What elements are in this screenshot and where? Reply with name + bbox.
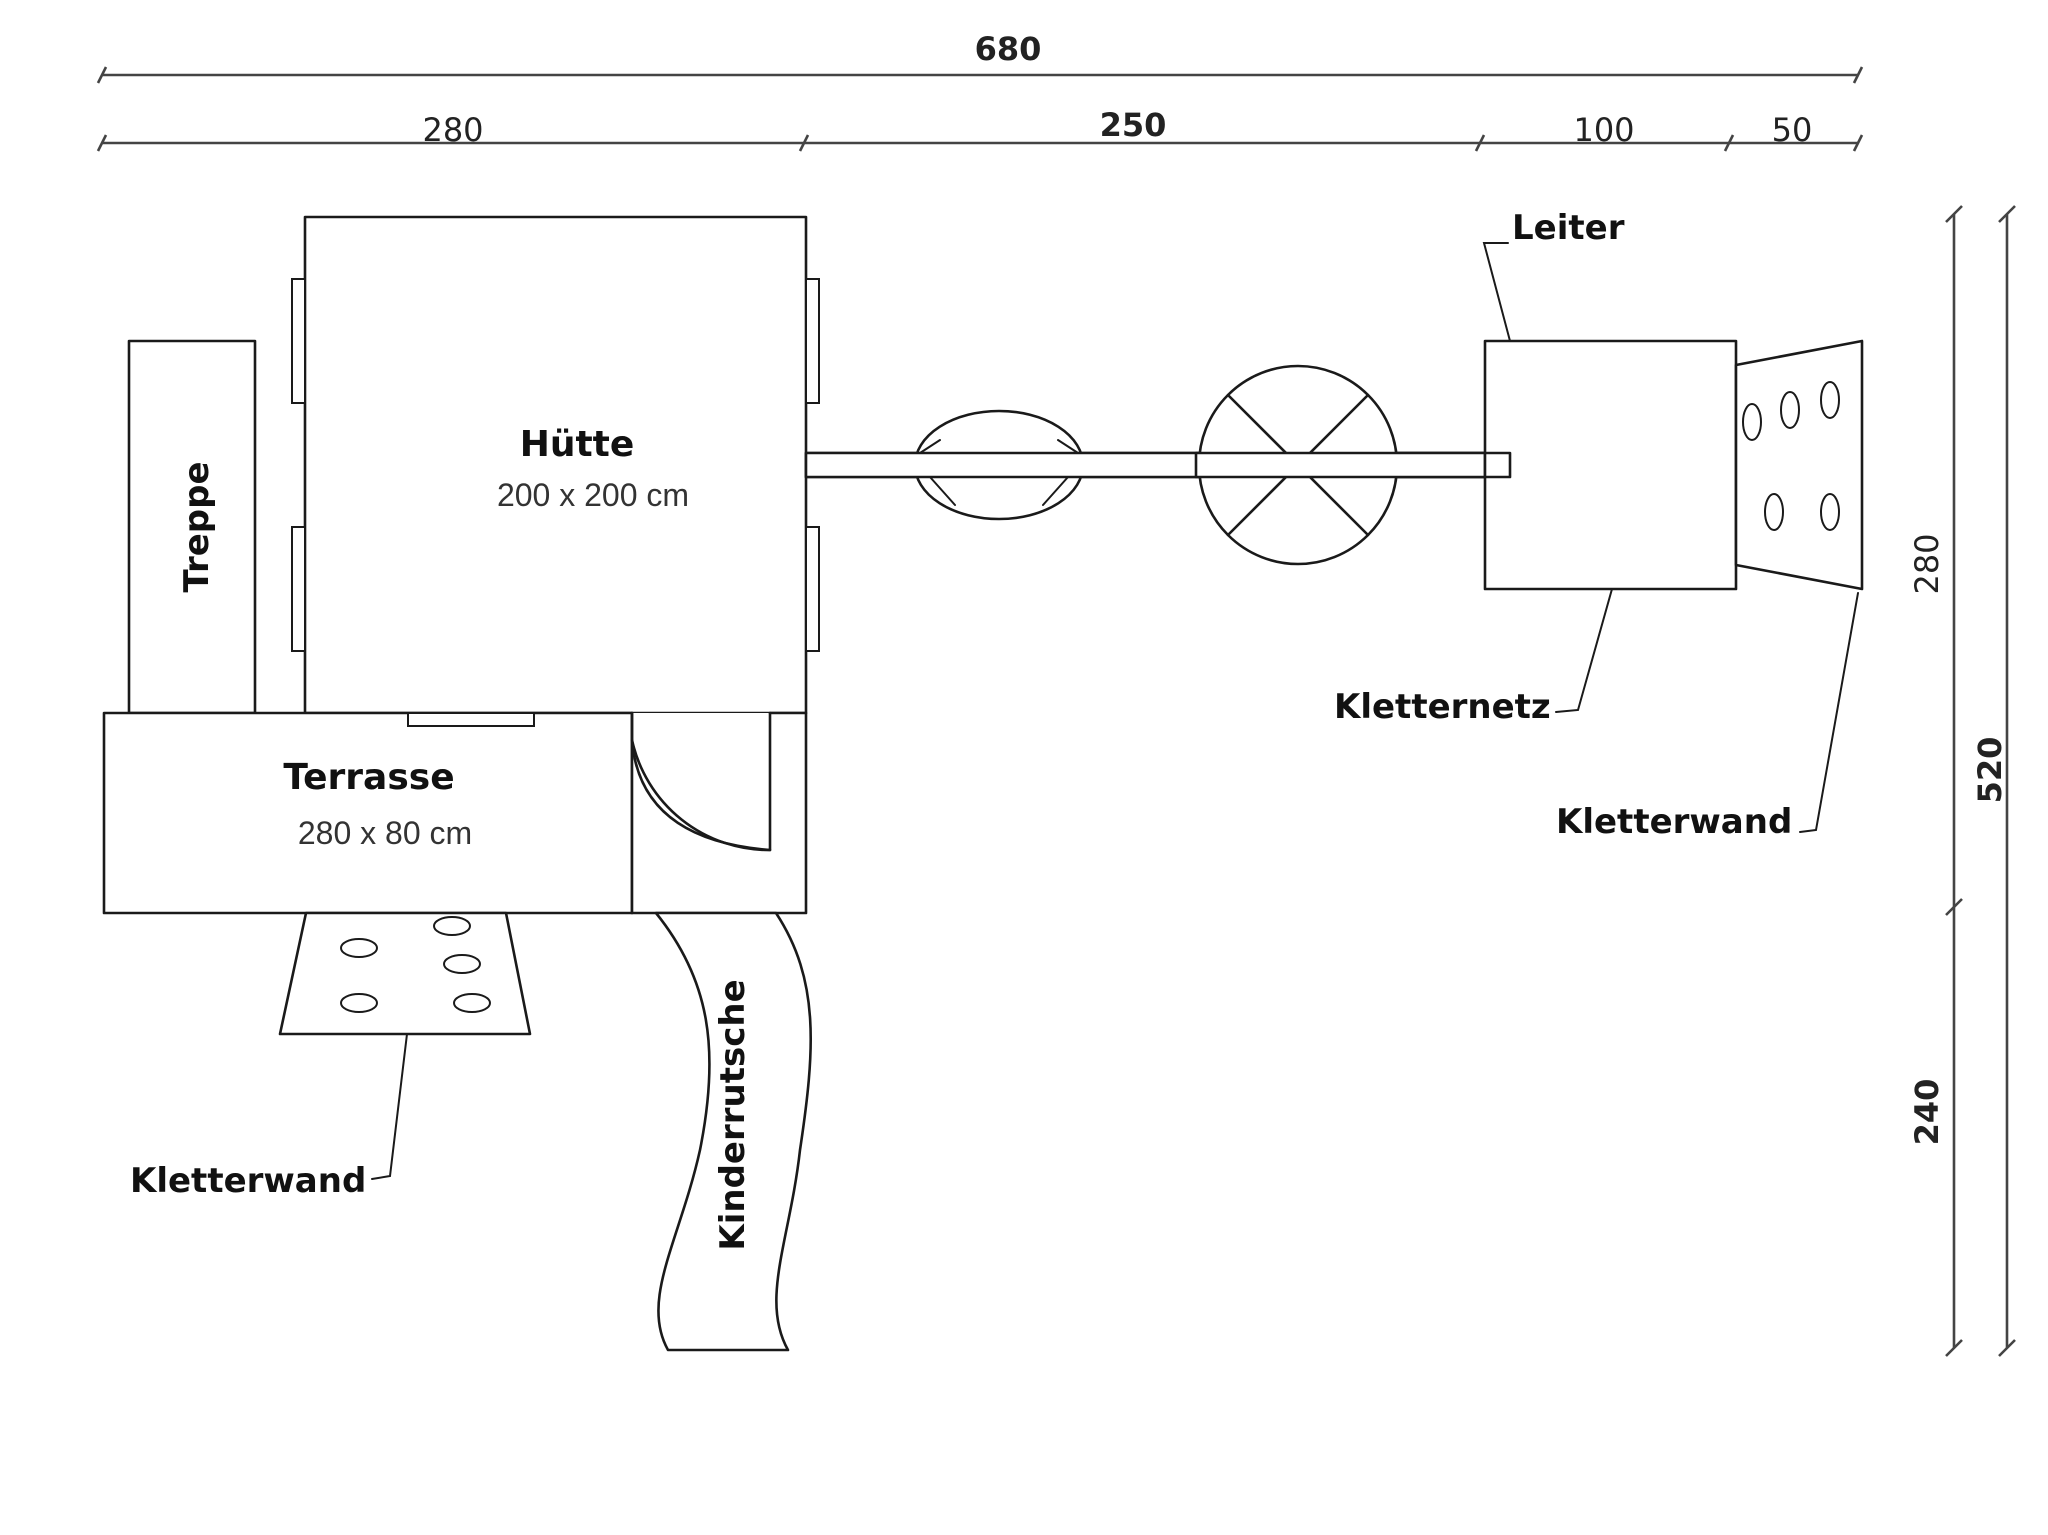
stairs-label: Treppe [177,461,217,592]
hut: Hütte 200 x 200 cm [291,215,820,715]
ladder-label: Leiter [1512,208,1625,248]
climbing-wall-bottom: Kletterwand [130,911,532,1201]
climbing-hold [340,993,378,1013]
climbing-wall-right: Kletterwand [1556,339,1864,842]
terrace-size: 280 x 80 cm [298,815,472,851]
hut-front-window [407,712,535,727]
door-leaf [630,711,772,852]
terrace: Terrasse 280 x 80 cm [102,711,808,915]
hut-title: Hütte [520,424,635,465]
dim-total-height: 520 [1971,737,2009,804]
dim-segment-280: 280 [422,111,483,149]
climbing-hold [1780,391,1800,429]
top-dimension-total: 680 [96,30,1864,84]
hut-window-left-top [291,278,306,404]
top-dimension-segments: 280 250 100 50 [96,106,1864,152]
hut-window-left-bottom [291,526,306,652]
slide-label: Kinderrutsche [713,979,753,1250]
climbing-hold [433,916,471,936]
dim-segment-250: 250 [1100,106,1167,144]
climbing-hold [340,938,378,958]
climbing-hold [443,954,481,974]
dim-total-width: 680 [975,30,1042,68]
nest-swing [1194,364,1512,566]
climbing-net-annotation: Kletternetz [1334,588,1613,727]
slide: Kinderrutsche [654,911,812,1352]
climbing-hold [1820,493,1840,531]
climbing-hold [1742,403,1762,441]
terrace-title: Terrasse [283,757,454,798]
climbing-hold [453,993,491,1013]
stairs: Treppe [127,339,257,715]
ladder-annotation: Leiter [1482,208,1625,342]
climbing-wall-right-label: Kletterwand [1556,802,1792,842]
leader-line [1799,592,1859,833]
hut-window-right-top [805,278,820,404]
dim-height-240: 240 [1908,1079,1946,1146]
leader-line [371,1033,408,1180]
right-dimension-segments: 280 240 [1908,205,1963,1357]
right-dimension-total: 520 [1971,205,2016,1357]
climbing-hold [1764,493,1784,531]
climbing-hold [1820,381,1840,419]
hut-size: 200 x 200 cm [497,477,689,513]
tower [1483,339,1738,591]
climbing-net-label: Kletternetz [1334,687,1551,727]
dim-height-280: 280 [1908,533,1946,594]
hut-window-right-bottom [805,526,820,652]
dim-segment-50: 50 [1772,111,1813,149]
climbing-wall-bottom-label: Kletterwand [130,1161,366,1201]
dim-segment-100: 100 [1573,111,1634,149]
